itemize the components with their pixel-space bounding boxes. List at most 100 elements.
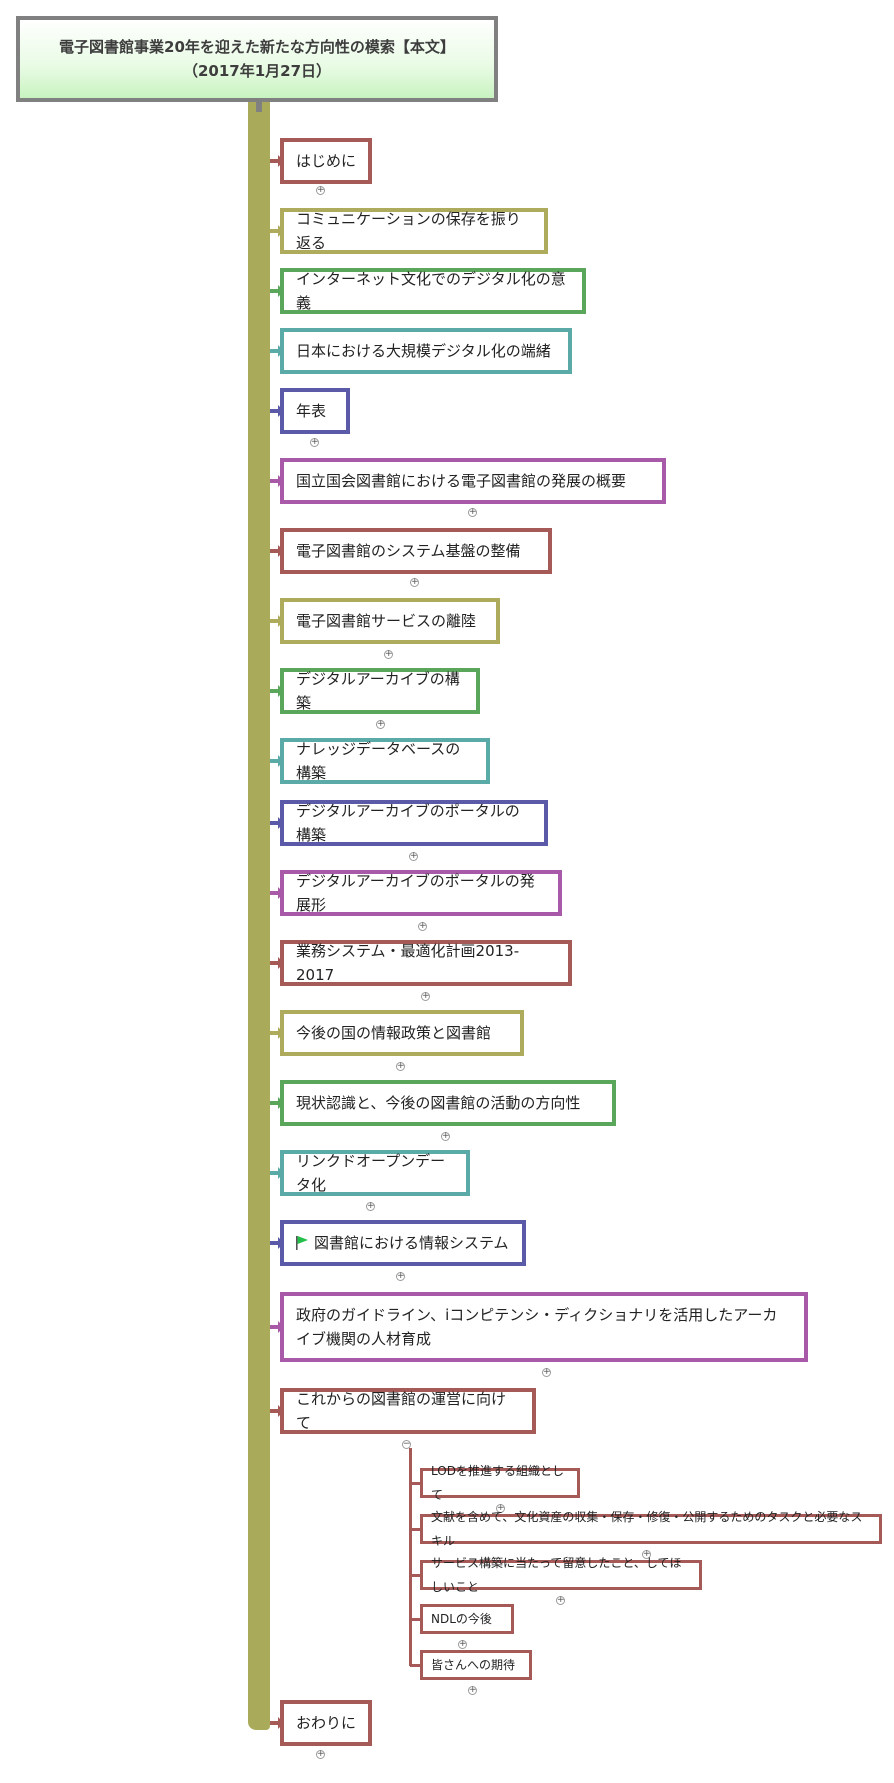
expand-toggle-icon[interactable]: +: [458, 1639, 467, 1649]
topic-label: 図書館における情報システム: [314, 1234, 509, 1252]
branch-connector: [270, 479, 280, 483]
topic-label: おわりに: [296, 1714, 357, 1732]
branch-connector: [270, 1325, 280, 1329]
branch-connector: [270, 891, 280, 895]
subtopic-label: 文献を含めて、文化資産の収集・保存・修復・公開するためのタスクと必要なスキル: [431, 1510, 863, 1548]
topic-label: デジタルアーカイブの構築: [296, 670, 460, 712]
sub-branch-trunk: [409, 1448, 412, 1666]
topic-node[interactable]: コミュニケーションの保存を振り返る: [280, 208, 548, 254]
branch-connector: [270, 1721, 280, 1725]
topic-label: 今後の国の情報政策と図書館: [296, 1024, 492, 1042]
topic-node[interactable]: デジタルアーカイブの構築: [280, 668, 480, 714]
expand-toggle-icon[interactable]: +: [496, 1503, 505, 1513]
branch-connector: [270, 549, 280, 553]
topic-label: デジタルアーカイブのポータルの発展形: [296, 872, 535, 914]
branch-connector: [270, 229, 280, 233]
branch-connector: [270, 159, 280, 163]
topic-label: ナレッジデータベースの構築: [296, 740, 461, 782]
topic-label: コミュニケーションの保存を振り返る: [296, 210, 521, 252]
branch-connector: [270, 1171, 280, 1175]
topic-node[interactable]: ナレッジデータベースの構築: [280, 738, 490, 784]
topic-node[interactable]: 電子図書館のシステム基盤の整備: [280, 528, 552, 574]
topic-node[interactable]: 政府のガイドライン、iコンピテンシ・ディクショナリを活用したアーカイブ機関の人材…: [280, 1292, 808, 1362]
expand-toggle-icon[interactable]: +: [396, 1271, 405, 1281]
topic-label: 日本における大規模デジタル化の端緒: [296, 342, 551, 360]
sub-branch-connector: [410, 1528, 420, 1531]
expand-toggle-icon[interactable]: +: [316, 185, 325, 195]
sub-branch-connector: [410, 1618, 420, 1621]
expand-toggle-icon[interactable]: +: [418, 921, 427, 931]
topic-label: はじめに: [296, 152, 357, 170]
expand-toggle-icon[interactable]: +: [409, 851, 418, 861]
branch-connector: [270, 759, 280, 763]
expand-toggle-icon[interactable]: +: [316, 1749, 325, 1759]
expand-toggle-icon[interactable]: +: [542, 1367, 551, 1377]
expand-toggle-icon[interactable]: +: [396, 1061, 405, 1071]
expand-toggle-icon[interactable]: +: [421, 991, 430, 1001]
sub-branch-connector: [410, 1482, 420, 1485]
topic-node[interactable]: 図書館における情報システム: [280, 1220, 526, 1266]
collapse-toggle-icon[interactable]: −: [402, 1439, 411, 1449]
expand-toggle-icon[interactable]: +: [410, 577, 419, 587]
subtopic-node[interactable]: LODを推進する組織として: [420, 1464, 580, 1502]
topic-node[interactable]: はじめに: [280, 138, 372, 184]
topic-node[interactable]: おわりに: [280, 1700, 372, 1746]
subtopic-label: LODを推進する組織として: [431, 1464, 564, 1502]
topic-label: 国立国会図書館における電子図書館の発展の概要: [296, 472, 627, 490]
expand-toggle-icon[interactable]: +: [642, 1549, 651, 1559]
topic-label: リンクドオープンデータ化: [296, 1152, 446, 1194]
expand-toggle-icon[interactable]: +: [468, 1685, 477, 1695]
topic-label: 電子図書館のシステム基盤の整備: [296, 542, 521, 560]
subtopic-node[interactable]: NDLの今後: [420, 1604, 514, 1634]
topic-label: インターネット文化でのデジタル化の意義: [296, 270, 566, 312]
expand-toggle-icon[interactable]: +: [556, 1595, 565, 1605]
branch-connector: [270, 1101, 280, 1105]
branch-connector: [270, 289, 280, 293]
flag-icon: [296, 1236, 308, 1250]
topic-node[interactable]: 今後の国の情報政策と図書館: [280, 1010, 524, 1056]
expand-toggle-icon[interactable]: +: [366, 1201, 375, 1211]
expand-toggle-icon[interactable]: +: [376, 719, 385, 729]
expand-toggle-icon[interactable]: +: [310, 437, 319, 447]
branch-connector: [270, 1409, 280, 1413]
subtopic-node[interactable]: サービス構築に当たって留意したこと、してほしいこと: [420, 1556, 702, 1594]
root-connector: [256, 96, 262, 112]
topic-node[interactable]: デジタルアーカイブのポータルの構築: [280, 800, 548, 846]
topic-label: 現状認識と、今後の図書館の活動の方向性: [296, 1094, 581, 1112]
subtopic-label: サービス構築に当たって留意したこと、してほしいこと: [431, 1556, 682, 1594]
expand-toggle-icon[interactable]: +: [441, 1131, 450, 1141]
subtopic-node[interactable]: 皆さんへの期待: [420, 1650, 532, 1680]
topic-node[interactable]: 現状認識と、今後の図書館の活動の方向性: [280, 1080, 616, 1126]
topic-label: デジタルアーカイブのポータルの構築: [296, 802, 520, 844]
sub-branch-connector: [410, 1574, 420, 1577]
main-branch-trunk: [248, 98, 270, 1730]
expand-toggle-icon[interactable]: +: [468, 507, 477, 517]
expand-toggle-icon[interactable]: +: [384, 649, 393, 659]
sub-branch-connector: [410, 1664, 420, 1667]
topic-label: 年表: [296, 402, 327, 420]
branch-connector: [270, 409, 280, 413]
topic-label: 政府のガイドライン、iコンピテンシ・ディクショナリを活用したアーカイブ機関の人材…: [296, 1306, 778, 1348]
branch-connector: [270, 1241, 280, 1245]
topic-node[interactable]: リンクドオープンデータ化: [280, 1150, 470, 1196]
subtopic-label: 皆さんへの期待: [431, 1658, 516, 1672]
topic-node[interactable]: インターネット文化でのデジタル化の意義: [280, 268, 586, 314]
topic-node[interactable]: 年表: [280, 388, 350, 434]
topic-node[interactable]: デジタルアーカイブのポータルの発展形: [280, 870, 562, 916]
topic-label: 電子図書館サービスの離陸: [296, 612, 477, 630]
branch-connector: [270, 961, 280, 965]
root-topic[interactable]: 電子図書館事業20年を迎えた新たな方向性の模索【本文】 （2017年1月27日）: [16, 16, 498, 102]
topic-node[interactable]: 業務システム・最適化計画2013-2017: [280, 940, 572, 986]
branch-connector: [270, 619, 280, 623]
topic-label: これからの図書館の運営に向けて: [296, 1390, 507, 1432]
topic-node[interactable]: 国立国会図書館における電子図書館の発展の概要: [280, 458, 666, 504]
branch-connector: [270, 689, 280, 693]
subtopic-node[interactable]: 文献を含めて、文化資産の収集・保存・修復・公開するためのタスクと必要なスキル: [420, 1510, 882, 1548]
branch-connector: [270, 349, 280, 353]
topic-node[interactable]: 電子図書館サービスの離陸: [280, 598, 500, 644]
topic-node[interactable]: これからの図書館の運営に向けて: [280, 1388, 536, 1434]
topic-node[interactable]: 日本における大規模デジタル化の端緒: [280, 328, 572, 374]
topic-label: 業務システム・最適化計画2013-2017: [296, 942, 520, 984]
branch-connector: [270, 1031, 280, 1035]
